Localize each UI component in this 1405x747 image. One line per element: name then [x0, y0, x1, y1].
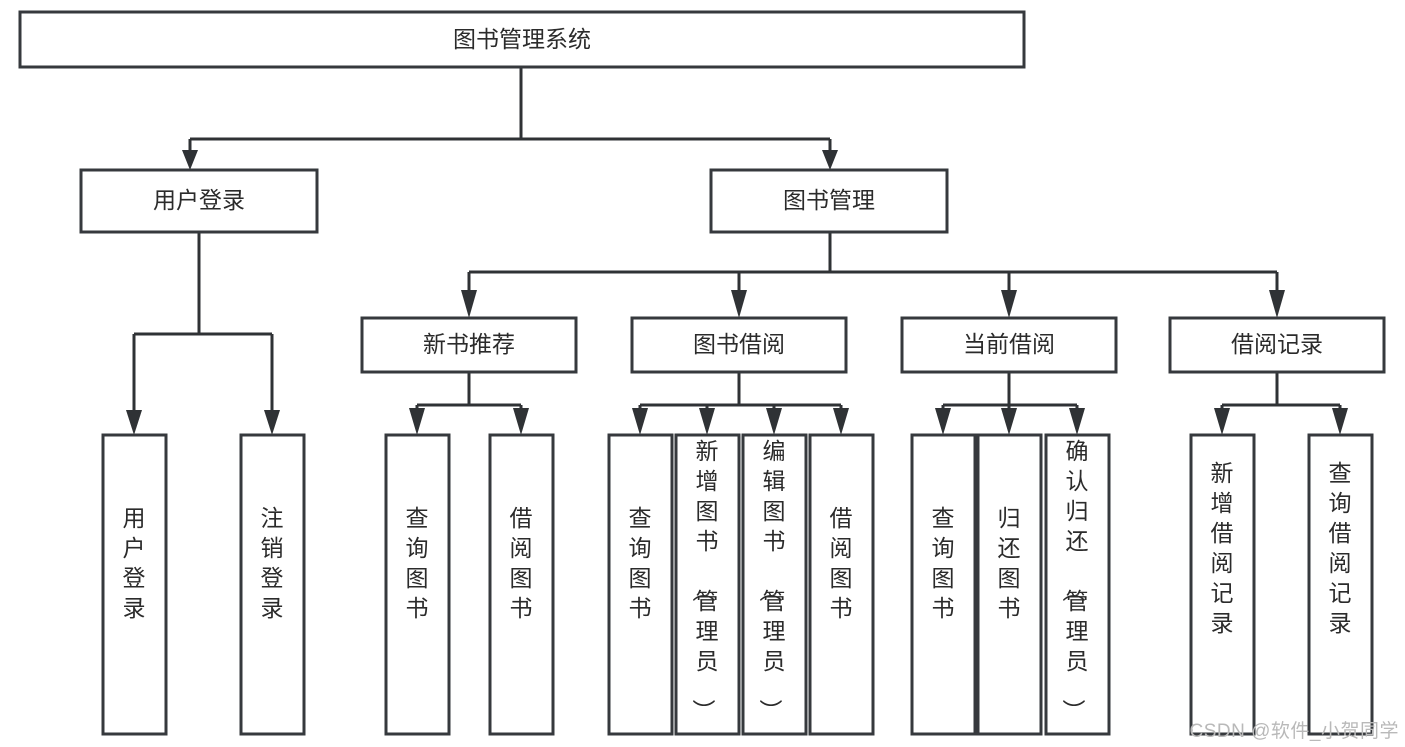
leaf-node-11-label: 确认归还（管理员）: [1061, 438, 1089, 722]
arrow-leaf-13: [1332, 408, 1348, 435]
leaf-node-12-box[interactable]: [1189, 433, 1256, 736]
leaf-node-6-box[interactable]: [674, 433, 741, 736]
node-records-label: 借阅记录: [1231, 331, 1323, 357]
leaf-node-10-box[interactable]: [976, 433, 1043, 736]
node-current-box[interactable]: [900, 316, 1118, 374]
arrow-to-login: [182, 150, 198, 170]
leaf-node-6[interactable]: 新增图书（管理员）: [674, 433, 741, 736]
arrow-to-borrow: [731, 290, 747, 318]
leaf-node-12-label: 新增借阅记录: [1211, 460, 1234, 636]
leaf-node-9-box[interactable]: [910, 433, 977, 736]
node-records[interactable]: 借阅记录: [1168, 316, 1386, 374]
connector-layer: [126, 67, 1348, 435]
leaf-node-12[interactable]: 新增借阅记录: [1189, 433, 1256, 736]
arrow-leaf-10: [1001, 408, 1017, 435]
arrow-leaf-7: [766, 408, 782, 435]
leaf-node-9[interactable]: 查询图书: [910, 433, 977, 736]
node-root-label: 图书管理系统: [453, 26, 591, 52]
leaf-node-3-label: 查询图书: [406, 505, 429, 621]
node-root-box[interactable]: [18, 10, 1026, 69]
arrow-to-bookmgmt: [822, 150, 838, 170]
leaf-node-1[interactable]: 用户登录: [101, 433, 168, 736]
watermark-label: CSDN @软件_小贺同学: [1189, 721, 1399, 742]
leaf-node-11[interactable]: 确认归还（管理员）: [1044, 433, 1111, 736]
leaf-node-1-box[interactable]: [101, 433, 168, 736]
leaf-node-7[interactable]: 编辑图书（管理员）: [741, 433, 808, 736]
leaf-node-8-label: 借阅图书: [830, 505, 853, 621]
leaf-node-4[interactable]: 借阅图书: [488, 433, 555, 736]
node-newbook[interactable]: 新书推荐: [360, 316, 578, 374]
leaf-node-7-label: 编辑图书（管理员）: [758, 438, 786, 722]
node-bookmgmt[interactable]: 图书管理: [709, 168, 949, 234]
arrow-leaf-3: [409, 408, 425, 435]
leaf-node-2-label: 注销登录: [261, 505, 284, 621]
arrow-leaf-8: [833, 408, 849, 435]
arrow-leaf-5: [632, 408, 648, 435]
node-current-label: 当前借阅: [963, 331, 1055, 357]
leaf-node-3-box[interactable]: [384, 433, 451, 736]
leaf-node-8-box[interactable]: [808, 433, 875, 736]
leaf-node-5-box[interactable]: [607, 433, 674, 736]
arrow-to-records: [1269, 290, 1285, 318]
leaf-node-9-label: 查询图书: [932, 505, 955, 621]
leaf-node-13-box[interactable]: [1307, 433, 1374, 736]
node-newbook-label: 新书推荐: [423, 331, 515, 357]
node-records-box[interactable]: [1168, 316, 1386, 374]
leaf-node-1-label: 用户登录: [123, 505, 146, 621]
leaf-node-13-label: 查询借阅记录: [1329, 460, 1352, 636]
node-newbook-box[interactable]: [360, 316, 578, 374]
arrow-leaf-11: [1069, 408, 1085, 435]
leaf-node-13[interactable]: 查询借阅记录: [1307, 433, 1374, 736]
leaf-node-3[interactable]: 查询图书: [384, 433, 451, 736]
node-bookmgmt-box[interactable]: [709, 168, 949, 234]
leaf-node-5-label: 查询图书: [629, 505, 652, 621]
node-current[interactable]: 当前借阅: [900, 316, 1118, 374]
arrow-leaf-4: [513, 408, 529, 435]
leaf-node-10[interactable]: 归还图书: [976, 433, 1043, 736]
node-bookmgmt-label: 图书管理: [783, 187, 875, 213]
leaf-node-4-box[interactable]: [488, 433, 555, 736]
arrow-leaf-12: [1214, 408, 1230, 435]
arrow-to-newbook: [461, 290, 477, 318]
leaf-node-6-label: 新增图书（管理员）: [691, 438, 719, 722]
leaf-node-5[interactable]: 查询图书: [607, 433, 674, 736]
arrow-leaf-1: [126, 410, 142, 435]
node-login-box[interactable]: [79, 168, 319, 234]
node-root[interactable]: 图书管理系统: [18, 10, 1026, 69]
node-login[interactable]: 用户登录: [79, 168, 319, 234]
node-borrow[interactable]: 图书借阅: [630, 316, 848, 374]
node-borrow-label: 图书借阅: [693, 331, 785, 357]
node-login-label: 用户登录: [153, 187, 245, 213]
leaf-node-11-box[interactable]: [1044, 433, 1111, 736]
node-borrow-box[interactable]: [630, 316, 848, 374]
leaf-node-8[interactable]: 借阅图书: [808, 433, 875, 736]
leaf-node-10-label: 归还图书: [998, 505, 1021, 621]
arrow-leaf-2: [264, 410, 280, 435]
leaf-node-7-box[interactable]: [741, 433, 808, 736]
arrow-leaf-6: [699, 408, 715, 435]
leaf-node-2[interactable]: 注销登录: [239, 433, 306, 736]
arrow-to-current: [1001, 290, 1017, 318]
leaf-node-2-box[interactable]: [239, 433, 306, 736]
arrow-leaf-9: [935, 408, 951, 435]
leaf-node-4-label: 借阅图书: [510, 505, 533, 621]
